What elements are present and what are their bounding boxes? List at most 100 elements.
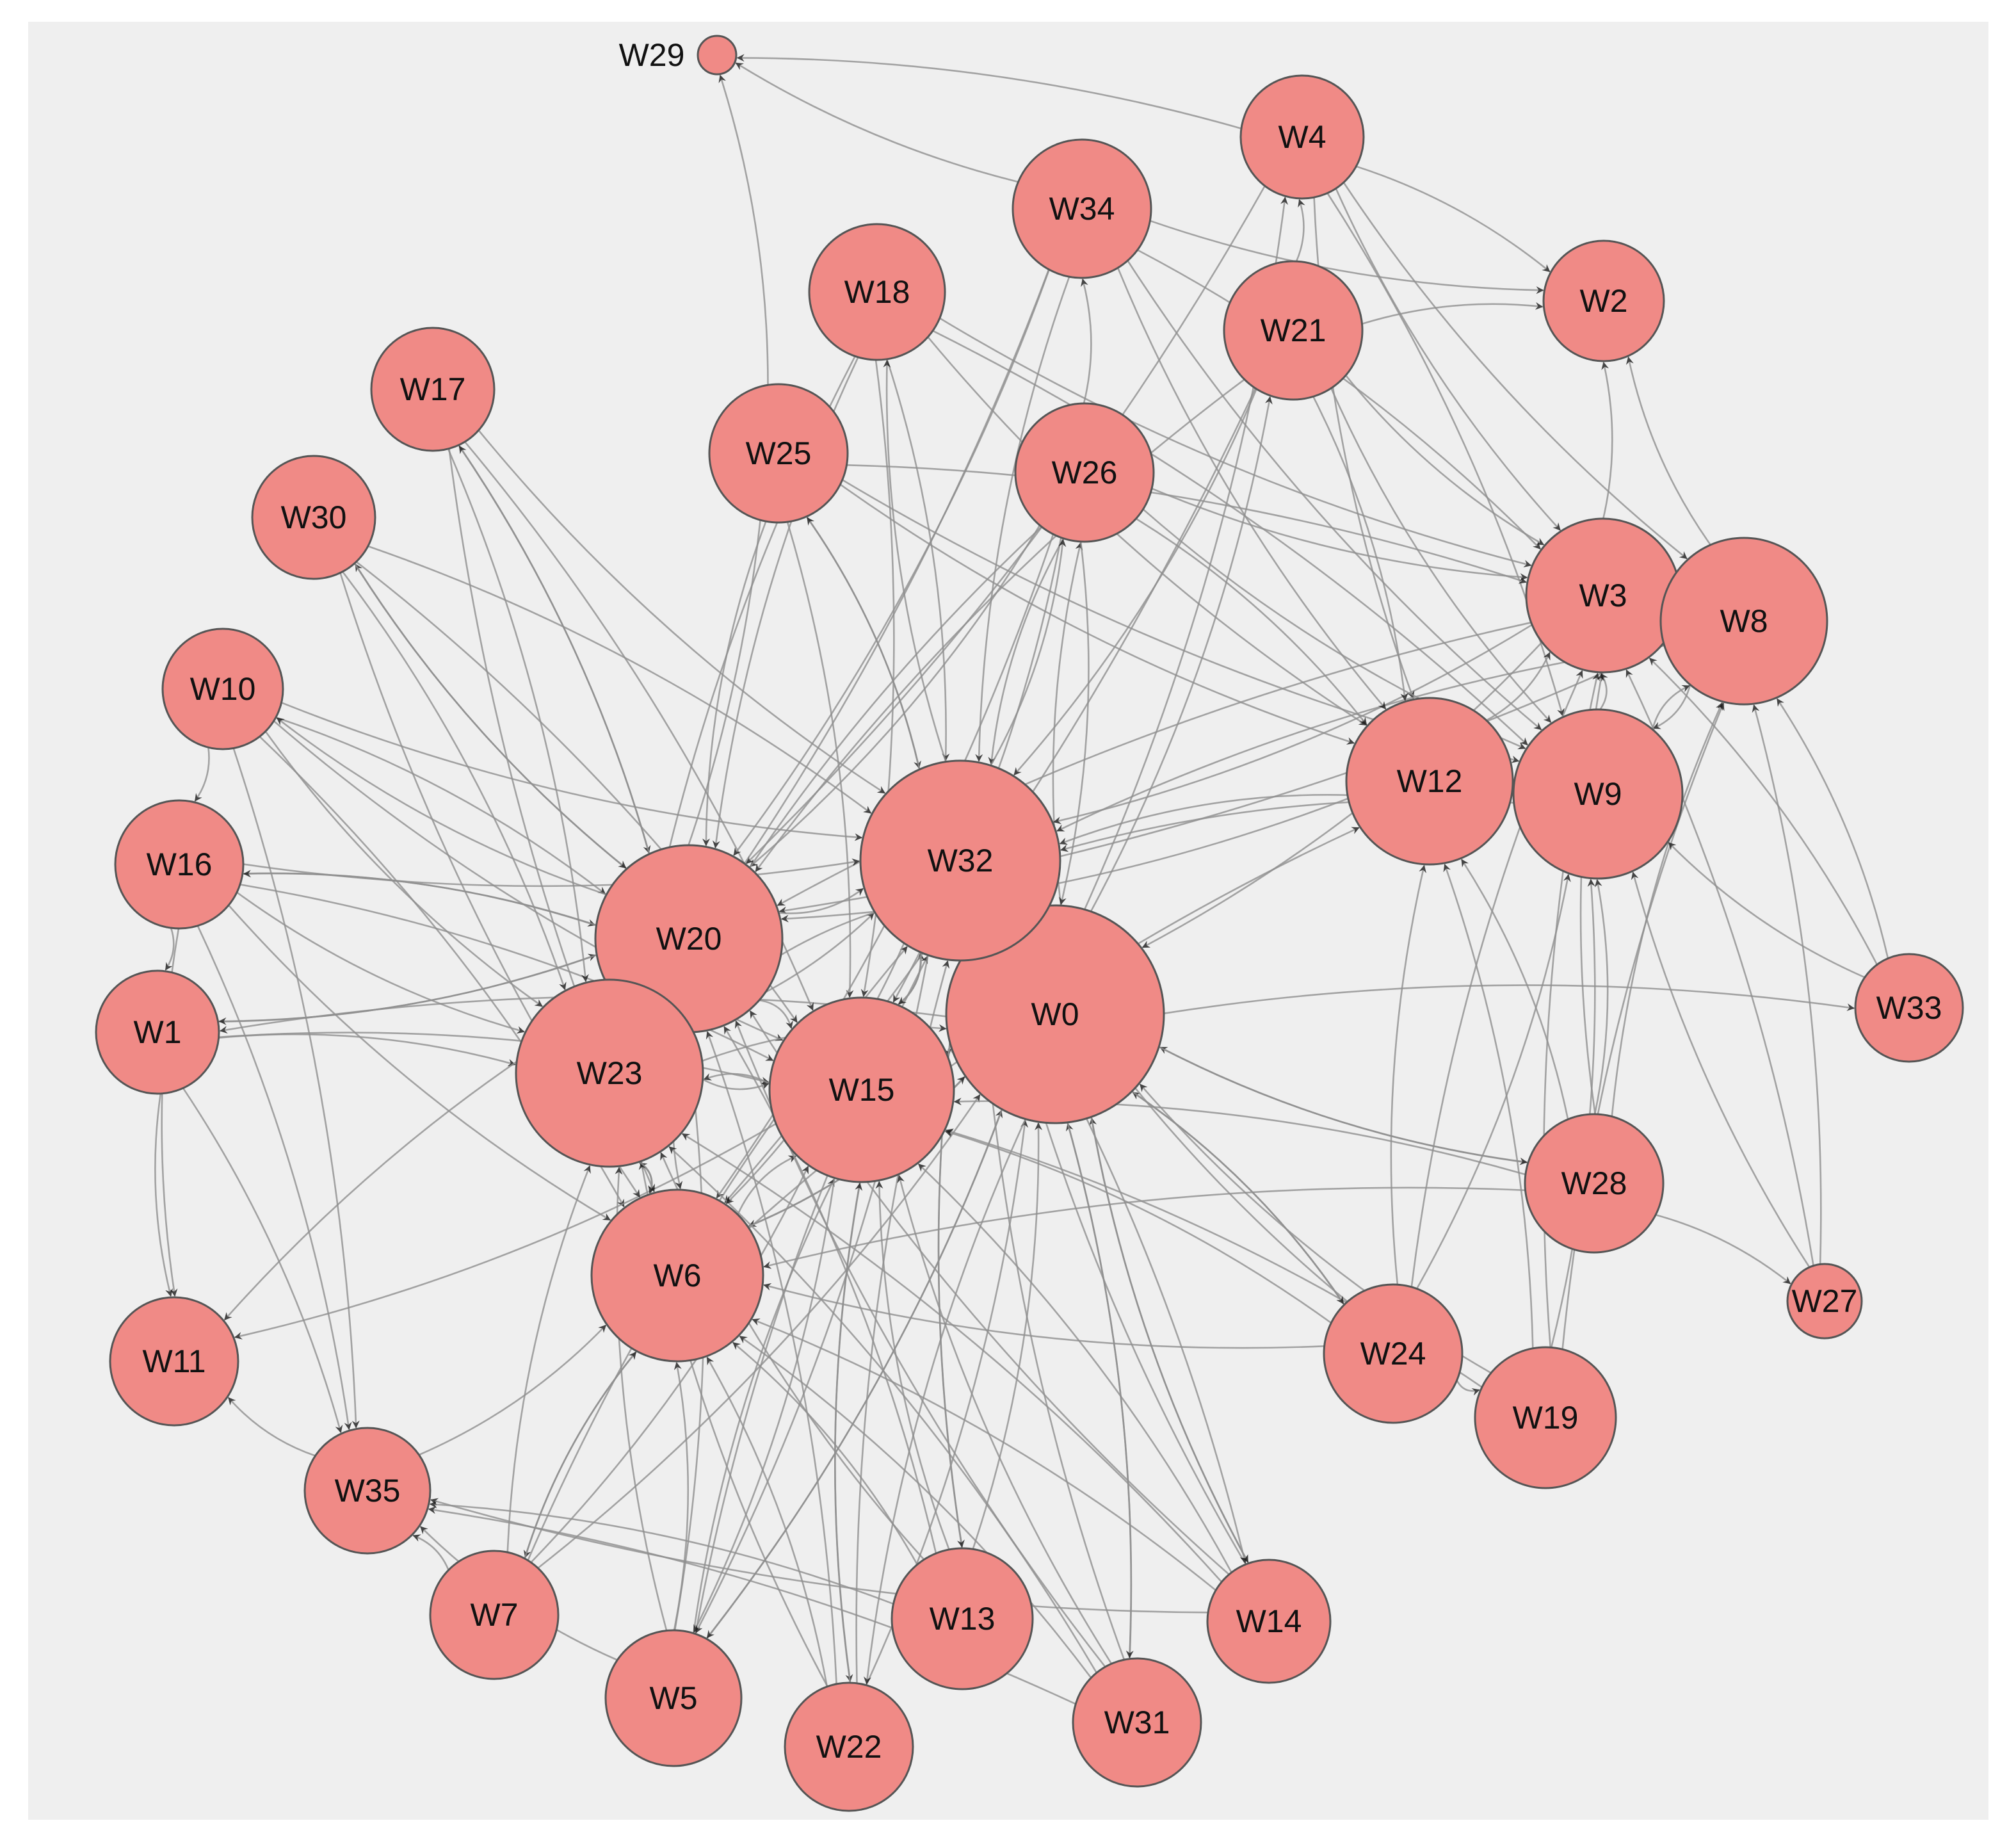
- node-w31[interactable]: W31: [1072, 1657, 1202, 1788]
- node-circle[interactable]: [1512, 708, 1684, 880]
- node-w0[interactable]: W0: [945, 904, 1165, 1124]
- node-w30[interactable]: W30: [251, 455, 376, 580]
- node-w21[interactable]: W21: [1223, 260, 1364, 401]
- node-w17[interactable]: W17: [370, 327, 496, 452]
- edge-w1-to-w11: [154, 1093, 173, 1297]
- node-circle[interactable]: [1223, 260, 1364, 401]
- node-w25[interactable]: W25: [708, 383, 849, 524]
- node-w3[interactable]: W3: [1525, 517, 1681, 674]
- node-w5[interactable]: W5: [604, 1629, 743, 1767]
- node-circle[interactable]: [1239, 74, 1365, 200]
- edge-w13-to-w15: [875, 1181, 950, 1550]
- node-circle[interactable]: [1474, 1346, 1617, 1489]
- node-w23[interactable]: W23: [515, 978, 704, 1168]
- node-circle[interactable]: [590, 1188, 764, 1363]
- node-circle[interactable]: [859, 759, 1061, 962]
- edge-w28-to-w12: [1460, 859, 1569, 1120]
- edge-w10-to-w35: [232, 748, 360, 1429]
- edge-w34-to-w9: [1127, 260, 1542, 731]
- edge-w10-to-w32: [281, 702, 863, 841]
- node-circle[interactable]: [891, 1547, 1034, 1690]
- edge-w21-to-w12: [1312, 396, 1408, 701]
- node-w11[interactable]: W11: [109, 1296, 239, 1427]
- node-circle[interactable]: [1345, 697, 1514, 866]
- node-w12[interactable]: W12: [1345, 697, 1514, 866]
- edge-w16-to-w6: [228, 904, 611, 1221]
- node-w18[interactable]: W18: [808, 223, 946, 361]
- node-circle[interactable]: [1072, 1657, 1202, 1788]
- node-circle[interactable]: [784, 1681, 914, 1812]
- node-w6[interactable]: W6: [590, 1188, 764, 1363]
- node-circle[interactable]: [708, 383, 849, 524]
- node-circle[interactable]: [1659, 537, 1828, 706]
- node-w14[interactable]: W14: [1206, 1559, 1332, 1684]
- edge-w20-to-w1: [218, 954, 597, 1025]
- node-circle[interactable]: [808, 223, 946, 361]
- edge-w30-to-w20: [353, 563, 627, 869]
- node-circle[interactable]: [1524, 1113, 1665, 1254]
- node-w32[interactable]: W32: [859, 759, 1061, 962]
- node-circle[interactable]: [945, 904, 1165, 1124]
- node-w33[interactable]: W33: [1854, 953, 1964, 1063]
- node-w35[interactable]: W35: [303, 1427, 431, 1555]
- node-label: W29: [619, 37, 685, 73]
- node-circle[interactable]: [109, 1296, 239, 1427]
- node-w10[interactable]: W10: [161, 628, 284, 750]
- node-w15[interactable]: W15: [768, 996, 955, 1183]
- node-circle[interactable]: [303, 1427, 431, 1555]
- node-w24[interactable]: W24: [1323, 1283, 1464, 1424]
- node-circle[interactable]: [604, 1629, 743, 1767]
- edge-w20-to-w16: [243, 870, 597, 927]
- edge-w10-to-w16: [194, 747, 210, 802]
- edge-w15-to-w5: [693, 1178, 835, 1633]
- edge-w31-to-w23: [668, 1146, 1098, 1674]
- node-circle[interactable]: [114, 799, 245, 930]
- node-circle[interactable]: [161, 628, 284, 750]
- node-w19[interactable]: W19: [1474, 1346, 1617, 1489]
- edge-w10-to-w20: [275, 717, 606, 895]
- edge-w31-to-w6: [739, 1335, 1092, 1679]
- node-w29[interactable]: W29: [619, 35, 738, 76]
- node-circle[interactable]: [370, 327, 496, 452]
- node-circle[interactable]: [1542, 239, 1665, 362]
- node-circle[interactable]: [1206, 1559, 1332, 1684]
- node-w8[interactable]: W8: [1659, 537, 1828, 706]
- node-w2[interactable]: W2: [1542, 239, 1665, 362]
- node-w4[interactable]: W4: [1239, 74, 1365, 200]
- node-label: W18: [844, 274, 910, 310]
- node-w34[interactable]: W34: [1012, 138, 1152, 279]
- node-w13[interactable]: W13: [891, 1547, 1034, 1690]
- node-circle[interactable]: [768, 996, 955, 1183]
- node-circle[interactable]: [697, 35, 738, 76]
- node-circle[interactable]: [1014, 402, 1155, 543]
- edge-w26-to-w3: [1151, 487, 1528, 581]
- node-circle[interactable]: [1786, 1263, 1863, 1340]
- node-w7[interactable]: W7: [429, 1550, 560, 1680]
- edge-w18-to-w32: [886, 359, 950, 761]
- node-w22[interactable]: W22: [784, 1681, 914, 1812]
- edge-w16-to-w23: [236, 891, 525, 1034]
- node-w1[interactable]: W1: [95, 969, 220, 1095]
- node-circle[interactable]: [429, 1550, 560, 1680]
- node-w9[interactable]: W9: [1512, 708, 1684, 880]
- node-w16[interactable]: W16: [114, 799, 245, 930]
- edge-w32-to-w25: [806, 517, 921, 770]
- edge-w26-to-w34: [1081, 279, 1092, 404]
- edge-w34-to-w2: [1149, 220, 1544, 295]
- edge-w28-to-w6: [763, 1187, 1526, 1269]
- node-circle[interactable]: [515, 978, 704, 1168]
- node-circle[interactable]: [1323, 1283, 1464, 1424]
- node-w26[interactable]: W26: [1014, 402, 1155, 543]
- node-circle[interactable]: [1854, 953, 1964, 1063]
- node-w27[interactable]: W27: [1786, 1263, 1863, 1340]
- edge-w4-to-w2: [1355, 165, 1551, 273]
- node-w28[interactable]: W28: [1524, 1113, 1665, 1254]
- node-circle[interactable]: [251, 455, 376, 580]
- node-circle[interactable]: [95, 969, 220, 1095]
- node-circle[interactable]: [1012, 138, 1152, 279]
- edge-w32-to-w13: [937, 960, 965, 1548]
- edge-w16-to-w35: [197, 925, 352, 1430]
- edge-w26-to-w32: [988, 538, 1065, 765]
